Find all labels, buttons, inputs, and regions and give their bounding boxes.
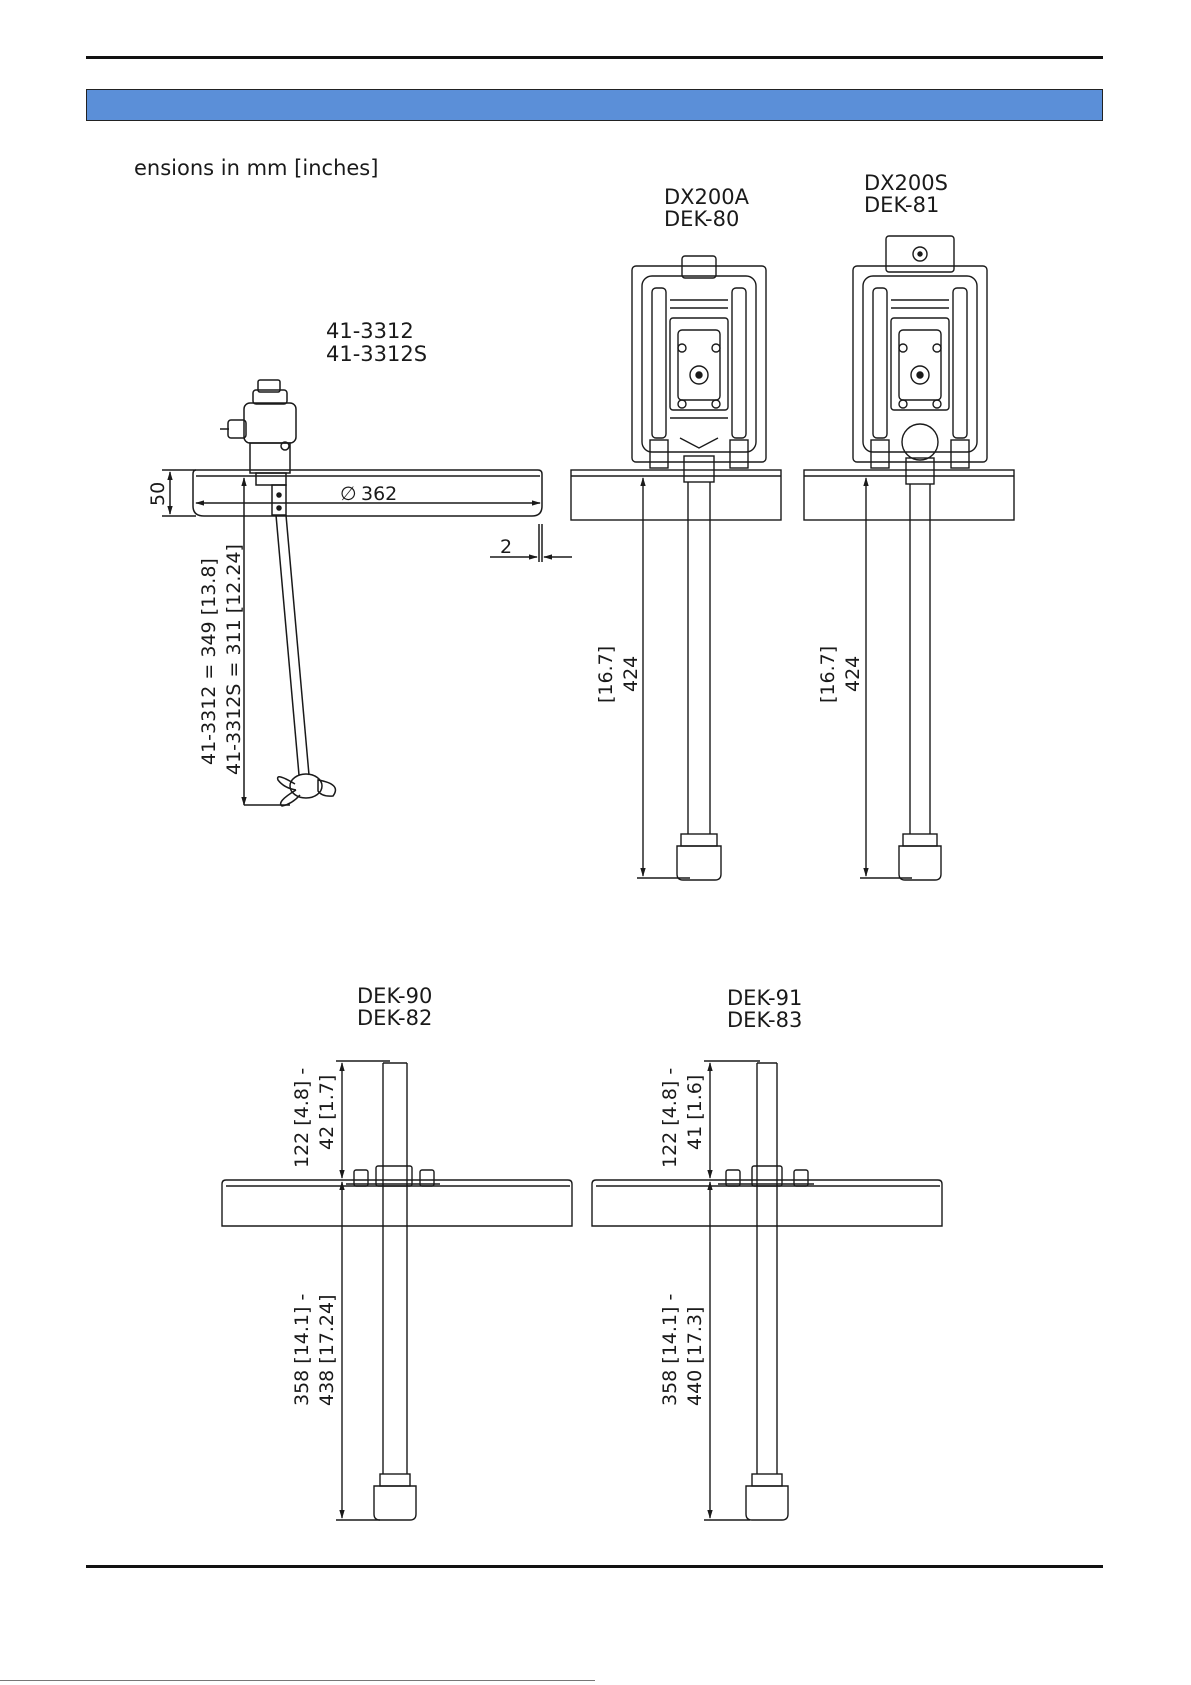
- dek91-model-line2: DEK-83: [727, 1008, 802, 1032]
- dek91-dek83-drawing: DEK-91 DEK-83 122 [4.8] - 41 [1.6] 358 […: [592, 986, 942, 1520]
- dx200a-coupling: [681, 834, 717, 846]
- dx200s-pump: [853, 236, 987, 484]
- dx200a-propeller: [677, 846, 721, 880]
- dek90-bottom-range-line1: 358 [14.1] -: [291, 1294, 313, 1406]
- dek90-model-line1: DEK-90: [357, 984, 432, 1008]
- dek90-top-range-line2: 42 [1.7]: [316, 1075, 338, 1150]
- dek91-bottom-range-line1: 358 [14.1] -: [659, 1294, 681, 1406]
- dek91-top-range-line2: 41 [1.6]: [684, 1075, 706, 1150]
- dek91-top-range-line1: 122 [4.8] -: [659, 1068, 681, 1168]
- dek90-clamp: [346, 1166, 440, 1186]
- height-value: 50: [147, 482, 169, 506]
- dx200s-tank: [804, 470, 1014, 520]
- dek91-model-line1: DEK-91: [727, 986, 802, 1010]
- dek91-tank: [592, 1180, 942, 1226]
- dx200a-model-line1: DX200A: [664, 185, 750, 209]
- dek90-bottom-range-line2: 438 [17.24]: [316, 1294, 338, 1406]
- mixer-model-line2: 41-3312S: [326, 342, 427, 366]
- shaft-length-line1: 41-3312 = 349 [13.8]: [198, 558, 220, 765]
- dek90-tank: [222, 1180, 572, 1226]
- dx200s-model-line1: DX200S: [864, 171, 948, 195]
- dx200s-length-inch: [16.7]: [817, 646, 839, 703]
- dx200a-pump: [632, 256, 766, 482]
- dx200a-dek80-drawing: DX200A DEK-80: [571, 185, 781, 880]
- dx200s-model-line2: DEK-81: [864, 193, 939, 217]
- mixer-model-line1: 41-3312: [326, 319, 414, 343]
- shaft-length-line2: 41-3312S = 311 [12.24]: [223, 544, 245, 775]
- dek91-clamp: [718, 1166, 814, 1186]
- dx200s-dek81-drawing: DX200S DEK-81: [804, 171, 1014, 880]
- dx200a-length-mm: 424: [620, 656, 642, 692]
- mixer-propeller: [278, 774, 336, 806]
- dek90-propeller: [374, 1486, 416, 1520]
- dx200s-length-mm: 424: [842, 656, 864, 692]
- dx200a-model-line2: DEK-80: [664, 207, 739, 231]
- diameter-symbol: ∅: [340, 483, 357, 505]
- dek91-bottom-range-line2: 440 [17.3]: [684, 1307, 706, 1406]
- dek90-top-range-line1: 122 [4.8] -: [291, 1068, 313, 1168]
- dek91-coupling: [752, 1474, 782, 1486]
- dx200s-coupling: [903, 834, 937, 846]
- dek90-model-line2: DEK-82: [357, 1006, 432, 1030]
- gap-value: 2: [500, 536, 512, 558]
- diameter-value: 362: [361, 483, 397, 505]
- dek90-dek82-drawing: DEK-90 DEK-82 122 [4.8] - 42 [1.7] 358 […: [222, 984, 572, 1520]
- dek90-coupling: [380, 1474, 410, 1486]
- dx200a-length-inch: [16.7]: [595, 646, 617, 703]
- mixer-41-3312-drawing: 41-3312 41-3312S: [147, 319, 572, 806]
- dek91-propeller: [746, 1486, 788, 1520]
- dx200s-propeller: [899, 846, 941, 880]
- dx200a-tank: [571, 470, 781, 520]
- mixer-shaft: [272, 485, 309, 775]
